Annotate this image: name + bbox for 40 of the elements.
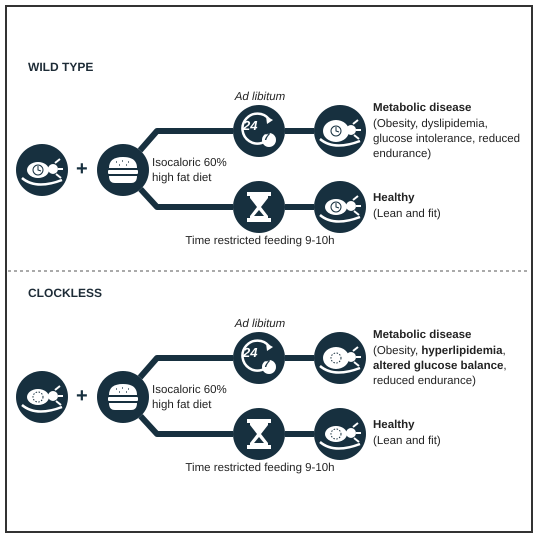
- icon-circle: [16, 144, 68, 196]
- outcome-heading: Healthy: [373, 191, 415, 206]
- icon-circle: [233, 332, 285, 384]
- connector-line: [138, 355, 233, 380]
- caption-text: Isocaloric 60% high fat diet: [152, 383, 228, 413]
- connector-line: [138, 187, 233, 210]
- icon-circle: [314, 408, 366, 460]
- feeding-label: Ad libitum: [233, 317, 286, 332]
- plus-sign: +: [76, 159, 88, 179]
- caption-text: Time restricted feeding 9-10h: [184, 234, 336, 249]
- icon-circle: [314, 181, 366, 233]
- caption-text: Isocaloric 60% high fat diet: [152, 156, 228, 186]
- outcome-heading: Metabolic disease: [373, 328, 472, 343]
- caption-text: (Obesity, hyperlipidemia, altered glucose balance, reduced endurance): [373, 344, 508, 389]
- caption-text: (Lean and fit): [373, 434, 441, 449]
- icon-circle: [97, 371, 149, 423]
- icon-circle: [314, 332, 366, 384]
- caption-text: Time restricted feeding 9-10h: [184, 461, 336, 476]
- icon-circle: [233, 408, 285, 460]
- clock-number: 24: [243, 345, 258, 360]
- icon-circle: [233, 105, 285, 157]
- icon-circle: [314, 105, 366, 157]
- plus-sign: +: [76, 386, 88, 406]
- outcome-heading: Metabolic disease: [373, 101, 472, 116]
- connector-line: [285, 431, 314, 437]
- feeding-label: Ad libitum: [233, 90, 286, 105]
- connector-line: [285, 355, 314, 361]
- connector-line: [285, 128, 314, 134]
- outcome-heading: Healthy: [373, 418, 415, 433]
- icon-circle: [97, 144, 149, 196]
- caption-text: (Lean and fit): [373, 207, 441, 222]
- section-heading: WILD TYPE: [28, 60, 94, 74]
- connector-line: [285, 204, 314, 210]
- connector-line: [138, 128, 233, 152]
- connector-line: [138, 414, 233, 437]
- icon-circle: [16, 371, 68, 423]
- clock-number: 24: [243, 118, 258, 133]
- icon-circle: [233, 181, 285, 233]
- section-heading: CLOCKLESS: [28, 286, 102, 300]
- caption-text: (Obesity, dyslipidemia, glucose intolerance, reduced endurance): [373, 117, 522, 162]
